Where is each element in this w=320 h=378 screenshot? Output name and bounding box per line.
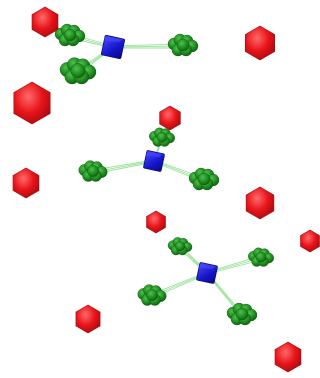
ion-3	[13, 81, 51, 125]
counter-ions	[12, 6, 320, 373]
red-hexagon-icon	[13, 81, 51, 125]
red-hexagon-icon	[300, 229, 320, 253]
ligand-3-1	[167, 237, 193, 256]
green-cluster-icon	[255, 251, 267, 263]
ligand-3-4	[226, 302, 258, 326]
ion-6	[245, 186, 275, 220]
red-hexagon-icon	[31, 6, 59, 38]
center-1	[101, 35, 125, 59]
red-hexagon-icon	[245, 186, 275, 220]
ligand-groups	[54, 23, 274, 326]
green-cluster-icon	[197, 172, 211, 186]
ion-9	[75, 304, 101, 334]
cube-highlight	[199, 264, 216, 269]
center-3	[196, 262, 218, 284]
ligand-3-2	[248, 247, 274, 267]
green-cluster-icon	[176, 38, 190, 52]
center-atoms	[101, 35, 218, 284]
green-cluster-icon	[87, 165, 99, 177]
ligand-2-1	[149, 127, 175, 147]
ion-5	[12, 167, 40, 199]
red-hexagon-icon	[12, 167, 40, 199]
cube-highlight	[146, 152, 163, 157]
ligand-3-3	[137, 284, 167, 306]
green-cluster-icon	[146, 289, 158, 301]
ion-8	[300, 229, 320, 253]
red-hexagon-icon	[146, 210, 166, 234]
ligand-2-3	[188, 167, 220, 191]
red-hexagon-icon	[159, 105, 181, 131]
ligand-1-1	[54, 23, 86, 47]
green-cluster-icon	[235, 307, 249, 321]
ion-7	[146, 210, 166, 234]
cube-highlight	[104, 37, 123, 42]
ion-2	[245, 25, 276, 61]
red-hexagon-icon	[245, 25, 276, 61]
ligand-1-2	[167, 33, 199, 57]
green-cluster-icon	[156, 131, 168, 143]
green-cluster-icon	[174, 241, 185, 252]
ion-1	[31, 6, 59, 38]
ion-10	[274, 341, 302, 373]
ligand-2-2	[78, 160, 108, 182]
red-hexagon-icon	[274, 341, 302, 373]
ion-4	[159, 105, 181, 131]
green-cluster-icon	[70, 63, 86, 79]
green-cluster-icon	[63, 28, 77, 42]
center-2	[143, 150, 165, 172]
ligand-1-3	[59, 57, 97, 85]
red-hexagon-icon	[75, 304, 101, 334]
